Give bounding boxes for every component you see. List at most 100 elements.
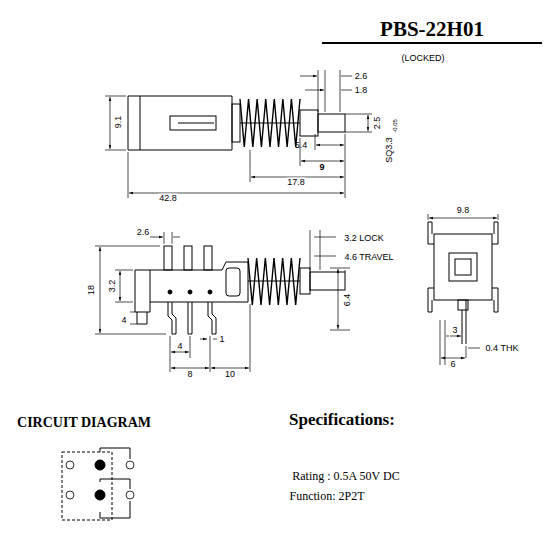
side-view-stroke: [184, 246, 192, 270]
top-dimensions-stroke: [345, 134, 346, 198]
dimension: 2.6: [355, 72, 368, 81]
tolerance: -0.05: [392, 119, 398, 133]
side-dimensions-stroke: [314, 237, 336, 238]
dimension: 42.8: [158, 194, 178, 203]
side-dimensions-stroke: [115, 270, 133, 271]
dimension: 4: [176, 342, 183, 351]
top-dimensions-stroke: [305, 90, 324, 91]
top-view-stroke: [240, 123, 300, 124]
dimension: 4.6 TRAVEL: [344, 253, 393, 262]
dimension: 10: [224, 370, 236, 379]
top-dimensions-stroke: [128, 152, 129, 198]
top-dimensions-stroke: [325, 70, 326, 112]
top-dimensions-stroke: [300, 76, 317, 77]
top-dimensions-stroke: [318, 70, 319, 112]
side-view-stroke: [208, 290, 212, 294]
side-dimensions-stroke: [200, 339, 207, 340]
dimension: 6: [450, 360, 455, 369]
dimension: 9: [318, 163, 325, 172]
dimension: 6.4: [343, 294, 352, 307]
side-view-stroke: [168, 302, 176, 334]
side-view-stroke: [137, 312, 147, 324]
end-view-stroke: [492, 288, 498, 312]
dimension: 3.2: [108, 280, 117, 293]
side-dimensions-stroke: [95, 246, 160, 247]
side-dimensions-stroke: [170, 336, 171, 372]
end-dimensions-stroke: [428, 214, 429, 220]
side-dimensions-stroke: [164, 232, 165, 244]
side-dimensions-stroke: [172, 232, 173, 244]
dimension: 0.4 THK: [486, 344, 519, 353]
side-dimensions-stroke: [330, 268, 350, 269]
top-dimensions-stroke: [301, 161, 344, 162]
end-dimensions-stroke: [498, 214, 499, 220]
side-dimensions-stroke: [190, 336, 191, 358]
circuit-symbol-stroke: [62, 452, 112, 520]
side-dimensions-stroke: [345, 270, 346, 272]
note-text: (LOCKED): [401, 54, 444, 63]
end-view-stroke: [449, 253, 477, 281]
side-view-stroke: [300, 268, 310, 294]
top-dimensions-stroke: [368, 115, 369, 131]
side-dimensions-stroke: [120, 271, 121, 301]
circuit-symbol-stroke: [95, 460, 105, 470]
side-dimensions-stroke: [213, 339, 217, 340]
circuit-symbol-stroke: [100, 479, 130, 489]
top-dimensions-stroke: [340, 70, 341, 112]
circuit-symbol-stroke: [66, 491, 74, 499]
top-view-stroke: [170, 116, 216, 130]
side-view-stroke: [248, 281, 300, 282]
spec-text: Function: 2P2T: [289, 490, 364, 502]
side-dimensions-stroke: [150, 237, 163, 238]
top-view-stroke: [300, 110, 318, 136]
side-view: [135, 246, 345, 334]
top-view-stroke: [140, 96, 141, 150]
title-rule-stroke: [322, 42, 542, 44]
end-dimensions-stroke: [429, 218, 497, 219]
side-dimensions-stroke: [211, 368, 249, 369]
circuit-symbol-stroke: [66, 461, 74, 469]
circuit-symbol-stroke: [100, 501, 130, 518]
top-spring: [240, 99, 300, 147]
side-dimensions-stroke: [95, 334, 166, 335]
title-rule: [322, 43, 542, 44]
end-dimensions-stroke: [450, 336, 461, 337]
side-dimensions: [95, 230, 350, 372]
side-dimensions-stroke: [250, 304, 251, 372]
end-view-stroke: [428, 222, 434, 244]
end-dimensions-stroke: [441, 358, 465, 359]
side-dimensions-stroke: [100, 247, 101, 333]
end-view: [428, 222, 498, 344]
top-dimensions-stroke: [110, 97, 111, 149]
top-dimensions-stroke: [341, 90, 352, 91]
end-view-stroke: [428, 288, 434, 312]
dimension: 8: [186, 370, 193, 379]
section-heading: Specifications:: [289, 411, 395, 428]
end-dimensions: [428, 214, 498, 365]
top-dimensions-stroke: [105, 96, 126, 97]
circuit-symbol-stroke: [126, 491, 134, 499]
end-dimensions-stroke: [446, 336, 449, 337]
top-dimensions-stroke: [341, 76, 352, 77]
top-view-stroke: [232, 104, 240, 142]
dimension: 4: [121, 316, 126, 325]
top-view-stroke: [318, 114, 345, 132]
end-dimensions-stroke: [440, 320, 441, 365]
top-view-stroke: [128, 96, 232, 150]
side-dimensions-stroke: [310, 230, 311, 270]
dimension: 3: [452, 326, 457, 335]
side-dimensions-stroke: [320, 230, 321, 270]
top-dimensions-stroke: [345, 132, 372, 133]
side-view-stroke: [208, 302, 216, 334]
side-spring: [248, 258, 300, 305]
top-dimensions-stroke: [345, 114, 372, 115]
side-dimensions-stroke: [171, 368, 209, 369]
end-view-stroke: [492, 222, 498, 244]
circuit-symbol-stroke: [100, 448, 130, 459]
side-dimensions-stroke: [173, 237, 180, 238]
side-view-stroke: [226, 268, 240, 296]
part-number-title: PBS-22H01: [380, 19, 484, 40]
side-view-stroke: [168, 290, 172, 294]
dimension: 2.6: [137, 228, 150, 237]
